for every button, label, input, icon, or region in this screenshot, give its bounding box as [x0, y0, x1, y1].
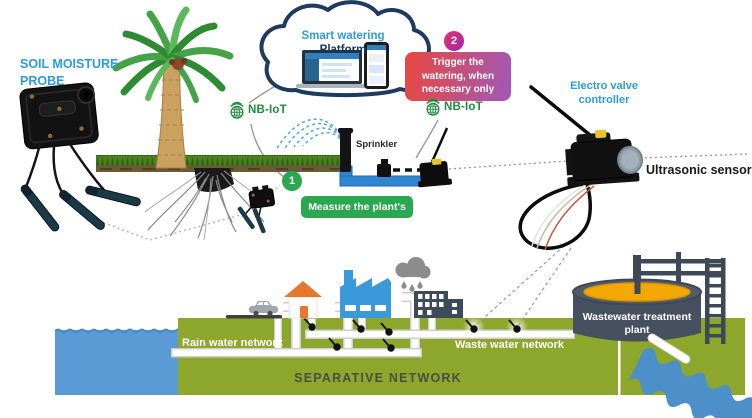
- soil-moisture-probe-device: [19, 82, 141, 232]
- electro-valve-controller-device: [518, 85, 644, 251]
- wires: [531, 181, 591, 247]
- waste-water-network-label: Waste water network: [455, 339, 565, 351]
- ground-divider: [618, 318, 621, 395]
- root-sensor-device: [237, 185, 275, 234]
- sprinkler-assembly: [338, 127, 452, 188]
- nbiot-tag-left: NB-IoT: [228, 101, 287, 119]
- ultrasonic-sensor-label: Ultrasonic sensor: [646, 163, 752, 177]
- outfall-pipe: [647, 333, 691, 364]
- rain-cloud-icon: [395, 257, 431, 292]
- step1-callout: Measure the plant's need: [301, 196, 413, 235]
- ladder-icon: [705, 258, 726, 344]
- cloud-title: Smart watering: [301, 30, 385, 42]
- nbiot-globe-icon: [230, 101, 244, 119]
- cloud-shape: [259, 0, 431, 98]
- step2-callout: Trigger the watering, when necessary onl…: [405, 52, 511, 101]
- cloud-subtitle: Platform: [319, 44, 367, 56]
- spray-arcs: [275, 118, 345, 151]
- water-body: [54, 328, 182, 395]
- nbiot-label: NB-IoT: [444, 101, 483, 113]
- electro-valve-device: [417, 127, 452, 188]
- treatment-plant-tank: [572, 252, 726, 364]
- soil-moisture-probe-label: SOIL MOISTURE PROBE: [20, 57, 119, 88]
- valve-to-controller-dotted: [448, 153, 749, 170]
- factory-icon: [340, 270, 391, 318]
- pipe-sensors: [303, 317, 521, 352]
- cable-loop: [518, 181, 592, 250]
- irrigation-pipe: [339, 175, 427, 187]
- nbiot-label: NB-IoT: [248, 104, 287, 116]
- laptop-icon: [296, 50, 368, 88]
- nbiot-tag-right: NB-IoT: [424, 98, 483, 116]
- office-building-icon: [414, 291, 463, 318]
- treatment-plant-label: Wastewater treatment plant: [582, 311, 692, 337]
- road: [226, 315, 282, 319]
- tank-railing: [637, 252, 721, 288]
- separative-network-label: SEPARATIVE NETWORK: [294, 371, 462, 385]
- step2-badge: 2: [444, 31, 464, 51]
- rain-water-network-label: Rain water network: [182, 337, 283, 349]
- wires: [536, 183, 593, 249]
- pipe-valve: [377, 164, 391, 177]
- wires: [544, 185, 595, 251]
- sprinkler-label: Sprinkler: [356, 139, 398, 150]
- house-icon: [284, 281, 322, 319]
- river: [628, 348, 752, 418]
- probe-sensors: [20, 184, 141, 232]
- nbiot-globe-icon: [426, 98, 440, 116]
- palm-tree: [112, 6, 271, 241]
- phone-icon: [364, 42, 389, 89]
- roots: [144, 170, 271, 241]
- electro-valve-label: Electro valve controller: [570, 80, 638, 107]
- monitoring-links: [475, 245, 572, 327]
- car-icon: [249, 301, 278, 317]
- sprinkler-head: [340, 130, 351, 172]
- step1-badge: 1: [282, 171, 302, 191]
- fruit-cluster: [169, 58, 187, 70]
